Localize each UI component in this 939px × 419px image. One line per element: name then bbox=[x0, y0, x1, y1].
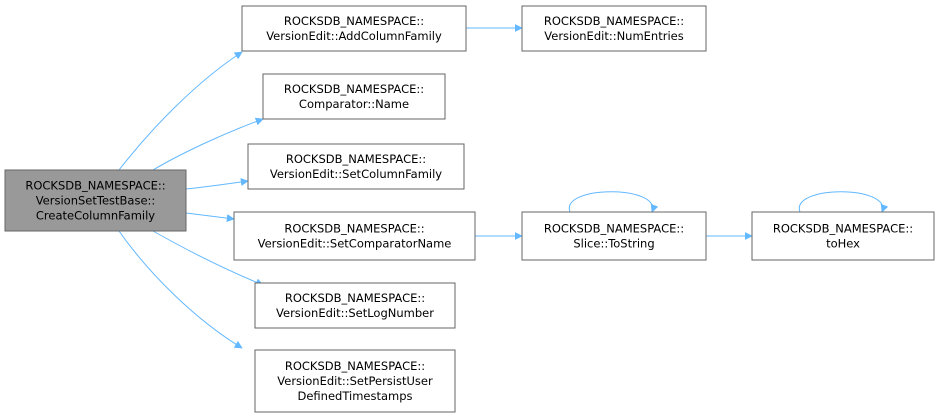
node-label-line: Slice::ToString bbox=[573, 237, 654, 251]
node-num-entries[interactable]: ROCKSDB_NAMESPACE::VersionEdit::NumEntri… bbox=[521, 5, 707, 52]
node-box bbox=[521, 5, 707, 52]
node-root[interactable]: ROCKSDB_NAMESPACE::VersionSetTestBase::C… bbox=[4, 169, 187, 232]
nodes: ROCKSDB_NAMESPACE::VersionSetTestBase::C… bbox=[4, 5, 935, 413]
node-label-line: VersionEdit::SetComparatorName bbox=[258, 237, 452, 251]
node-label-line: ROCKSDB_NAMESPACE:: bbox=[284, 14, 424, 28]
node-label-line: VersionEdit::SetLogNumber bbox=[276, 306, 434, 320]
node-to-hex[interactable]: ROCKSDB_NAMESPACE::toHex bbox=[751, 211, 935, 261]
node-label-line: VersionEdit::AddColumnFamily bbox=[266, 29, 442, 43]
node-box bbox=[262, 73, 446, 120]
node-box bbox=[4, 169, 187, 232]
node-box bbox=[751, 211, 935, 261]
node-label-line: ROCKSDB_NAMESPACE:: bbox=[285, 359, 425, 373]
edge-root-to-set_comp bbox=[185, 212, 235, 223]
edge-to_hex-to-to_hex bbox=[799, 191, 889, 213]
node-label-line: ROCKSDB_NAMESPACE:: bbox=[25, 179, 165, 193]
node-box bbox=[247, 143, 465, 190]
node-label-line: toHex bbox=[826, 237, 860, 251]
node-label-line: CreateColumnFamily bbox=[36, 209, 155, 223]
node-label-line: ROCKSDB_NAMESPACE:: bbox=[286, 152, 426, 166]
edge-root-to-set_log bbox=[152, 230, 264, 286]
node-label-line: ROCKSDB_NAMESPACE:: bbox=[284, 222, 424, 236]
edge-root-to-comp_name bbox=[152, 117, 264, 171]
node-label-line: ROCKSDB_NAMESPACE:: bbox=[285, 291, 425, 305]
edge-root-to-add_cf bbox=[118, 51, 243, 171]
node-label-line: ROCKSDB_NAMESPACE:: bbox=[773, 222, 913, 236]
node-box bbox=[521, 211, 707, 261]
node-label-line: VersionEdit::NumEntries bbox=[544, 29, 683, 43]
node-label-line: VersionSetTestBase:: bbox=[36, 194, 156, 208]
node-comp-name[interactable]: ROCKSDB_NAMESPACE::Comparator::Name bbox=[262, 73, 446, 120]
node-box bbox=[241, 5, 467, 52]
node-set-persist[interactable]: ROCKSDB_NAMESPACE::VersionEdit::SetPersi… bbox=[254, 349, 456, 413]
edge-to_string-to-to_string bbox=[569, 191, 659, 213]
node-label-line: VersionEdit::SetPersistUser bbox=[277, 374, 433, 388]
node-label-line: DefinedTimestamps bbox=[297, 389, 412, 403]
node-to-string[interactable]: ROCKSDB_NAMESPACE::Slice::ToString bbox=[521, 211, 707, 261]
edge-root-to-set_cf bbox=[185, 178, 249, 190]
edge-root-to-set_persist bbox=[118, 230, 243, 349]
node-label-line: ROCKSDB_NAMESPACE:: bbox=[544, 14, 684, 28]
node-set-comp[interactable]: ROCKSDB_NAMESPACE::VersionEdit::SetCompa… bbox=[233, 211, 476, 261]
node-add-cf[interactable]: ROCKSDB_NAMESPACE::VersionEdit::AddColum… bbox=[241, 5, 467, 52]
node-label-line: VersionEdit::SetColumnFamily bbox=[270, 167, 442, 181]
node-box bbox=[254, 349, 456, 413]
node-label-line: ROCKSDB_NAMESPACE:: bbox=[284, 82, 424, 96]
node-box bbox=[254, 282, 456, 329]
edges bbox=[118, 24, 889, 349]
node-label-line: Comparator::Name bbox=[299, 97, 409, 111]
node-set-cf[interactable]: ROCKSDB_NAMESPACE::VersionEdit::SetColum… bbox=[247, 143, 465, 190]
node-label-line: ROCKSDB_NAMESPACE:: bbox=[544, 222, 684, 236]
node-set-log[interactable]: ROCKSDB_NAMESPACE::VersionEdit::SetLogNu… bbox=[254, 282, 456, 329]
node-box bbox=[233, 211, 476, 261]
